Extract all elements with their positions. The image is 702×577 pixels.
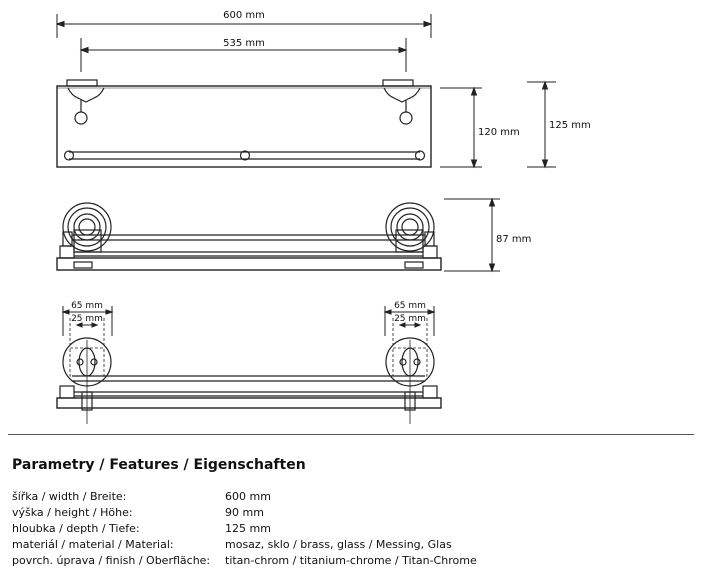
parameter-name: povrch. úprava / finish / Oberfläche: <box>12 554 211 567</box>
parameter-name: šířka / width / Breite: <box>12 490 127 503</box>
dimension-right-outer-label: 65 mm <box>394 301 426 311</box>
bottom-view <box>56 337 442 424</box>
parameter-name: výška / height / Höhe: <box>12 506 133 519</box>
front-view <box>56 79 432 168</box>
parameter-name: hloubka / depth / Tiefe: <box>12 522 140 535</box>
parameter-name: materiál / material / Material: <box>12 538 174 551</box>
dimension-width-mounting-label: 535 mm <box>223 38 265 49</box>
parameters-title: Parametry / Features / Eigenschaften <box>12 457 306 473</box>
dimension-width-total <box>55 14 433 38</box>
parameter-row-height: výška / height / Höhe: 90 mm <box>12 506 692 522</box>
parameter-value: mosaz, sklo / brass, glass / Messing, Gl… <box>225 538 452 551</box>
dimension-right-inner-label: 25 mm <box>394 314 426 324</box>
dimension-height-total <box>527 80 556 169</box>
section-divider <box>8 434 694 435</box>
technical-drawing: 600 mm 535 mm <box>55 10 591 424</box>
dimension-depth <box>444 197 500 273</box>
dimension-left-outer <box>61 306 114 345</box>
dimension-left-outer-label: 65 mm <box>71 301 103 311</box>
dimension-depth-label: 87 mm <box>496 234 531 245</box>
dimension-height-shelf-label: 120 mm <box>478 127 520 138</box>
dimension-left-inner-label: 25 mm <box>71 314 103 324</box>
parameter-row-width: šířka / width / Breite: 600 mm <box>12 490 692 506</box>
parameter-row-depth: hloubka / depth / Tiefe: 125 mm <box>12 522 692 538</box>
dimension-height-total-label: 125 mm <box>549 120 591 131</box>
dimension-right-outer <box>383 306 436 345</box>
dimension-width-total-label: 600 mm <box>223 10 265 21</box>
parameter-value: 125 mm <box>225 522 271 535</box>
parameter-row-finish: povrch. úprava / finish / Oberfläche: ti… <box>12 554 692 570</box>
parameter-value: 600 mm <box>225 490 271 503</box>
parameter-row-material: materiál / material / Material: mosaz, s… <box>12 538 692 554</box>
dimension-height-shelf <box>440 86 482 169</box>
parameters-table: šířka / width / Breite: 600 mm výška / h… <box>12 490 692 570</box>
parameter-value: titan-chrom / titanium-chrome / Titan-Ch… <box>225 554 477 567</box>
parameter-value: 90 mm <box>225 506 264 519</box>
top-view <box>56 202 442 271</box>
dimension-width-mounting <box>79 38 408 72</box>
